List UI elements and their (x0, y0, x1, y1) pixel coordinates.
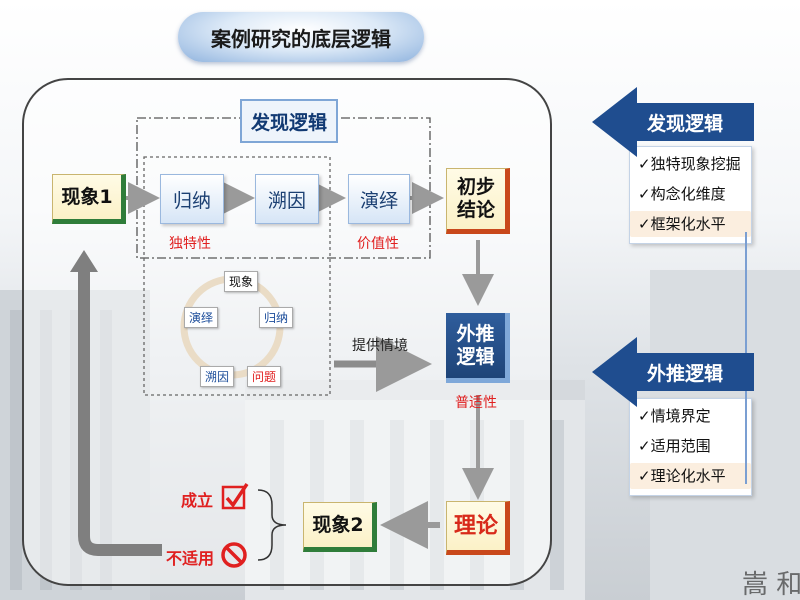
extrapolation-criteria-card: ✓情境界定 ✓适用范围 ✓理论化水平 (629, 398, 752, 496)
list-item-highlighted: ✓框架化水平 (630, 211, 751, 237)
svg-text:嵩 和: 嵩 和 (742, 570, 800, 600)
universality-label: 普适性 (455, 395, 497, 411)
list-item-highlighted: ✓理论化水平 (630, 463, 751, 489)
list-item: ✓适用范围 (638, 437, 711, 455)
cycle-node-induction: 归纳 (259, 307, 294, 328)
cycle-node-abduction: 溯因 (200, 366, 235, 387)
extrapolation-tab-shape (592, 337, 754, 407)
discovery-criteria-card: ✓独特现象挖掘 ✓构念化维度 ✓框架化水平 (629, 146, 752, 244)
deduction-box: 演绎 (348, 174, 410, 224)
cycle-node-deduction: 演绎 (184, 307, 219, 328)
phenomenon1-box: 现象1 (52, 174, 126, 224)
theory-box: 理论 (446, 501, 510, 555)
list-item: ✓构念化维度 (638, 185, 726, 203)
list-item: ✓情境界定 (638, 407, 711, 425)
cycle-node-problem: 问题 (247, 366, 282, 387)
page-title: 案例研究的底层逻辑 (178, 12, 424, 62)
check-icon (221, 483, 249, 510)
provide-context-label: 提供情境 (352, 338, 408, 354)
extrapolation-logic-box: 外推 逻辑 (446, 313, 510, 383)
not-applicable-label: 不适用 (166, 549, 215, 568)
phenomenon2-box: 现象2 (303, 502, 377, 552)
cycle-node-phenomenon: 现象 (224, 271, 259, 292)
induction-box: 归纳 (160, 174, 224, 224)
right-tab-extrapolation-logic: 外推逻辑 (647, 363, 724, 385)
prohibited-icon (221, 542, 247, 568)
list-item: ✓独特现象挖掘 (638, 155, 741, 173)
prelim-conclusion-box: 初步 结论 (446, 168, 510, 234)
uniqueness-label: 独特性 (169, 236, 211, 252)
discovery-logic-label: 发现逻辑 (240, 99, 338, 143)
holds-label: 成立 (181, 491, 214, 510)
value-label: 价值性 (357, 236, 399, 252)
right-tab-discovery-logic: 发现逻辑 (647, 113, 724, 135)
abduction-box: 溯因 (255, 174, 319, 224)
discovery-tab-shape (592, 87, 754, 157)
